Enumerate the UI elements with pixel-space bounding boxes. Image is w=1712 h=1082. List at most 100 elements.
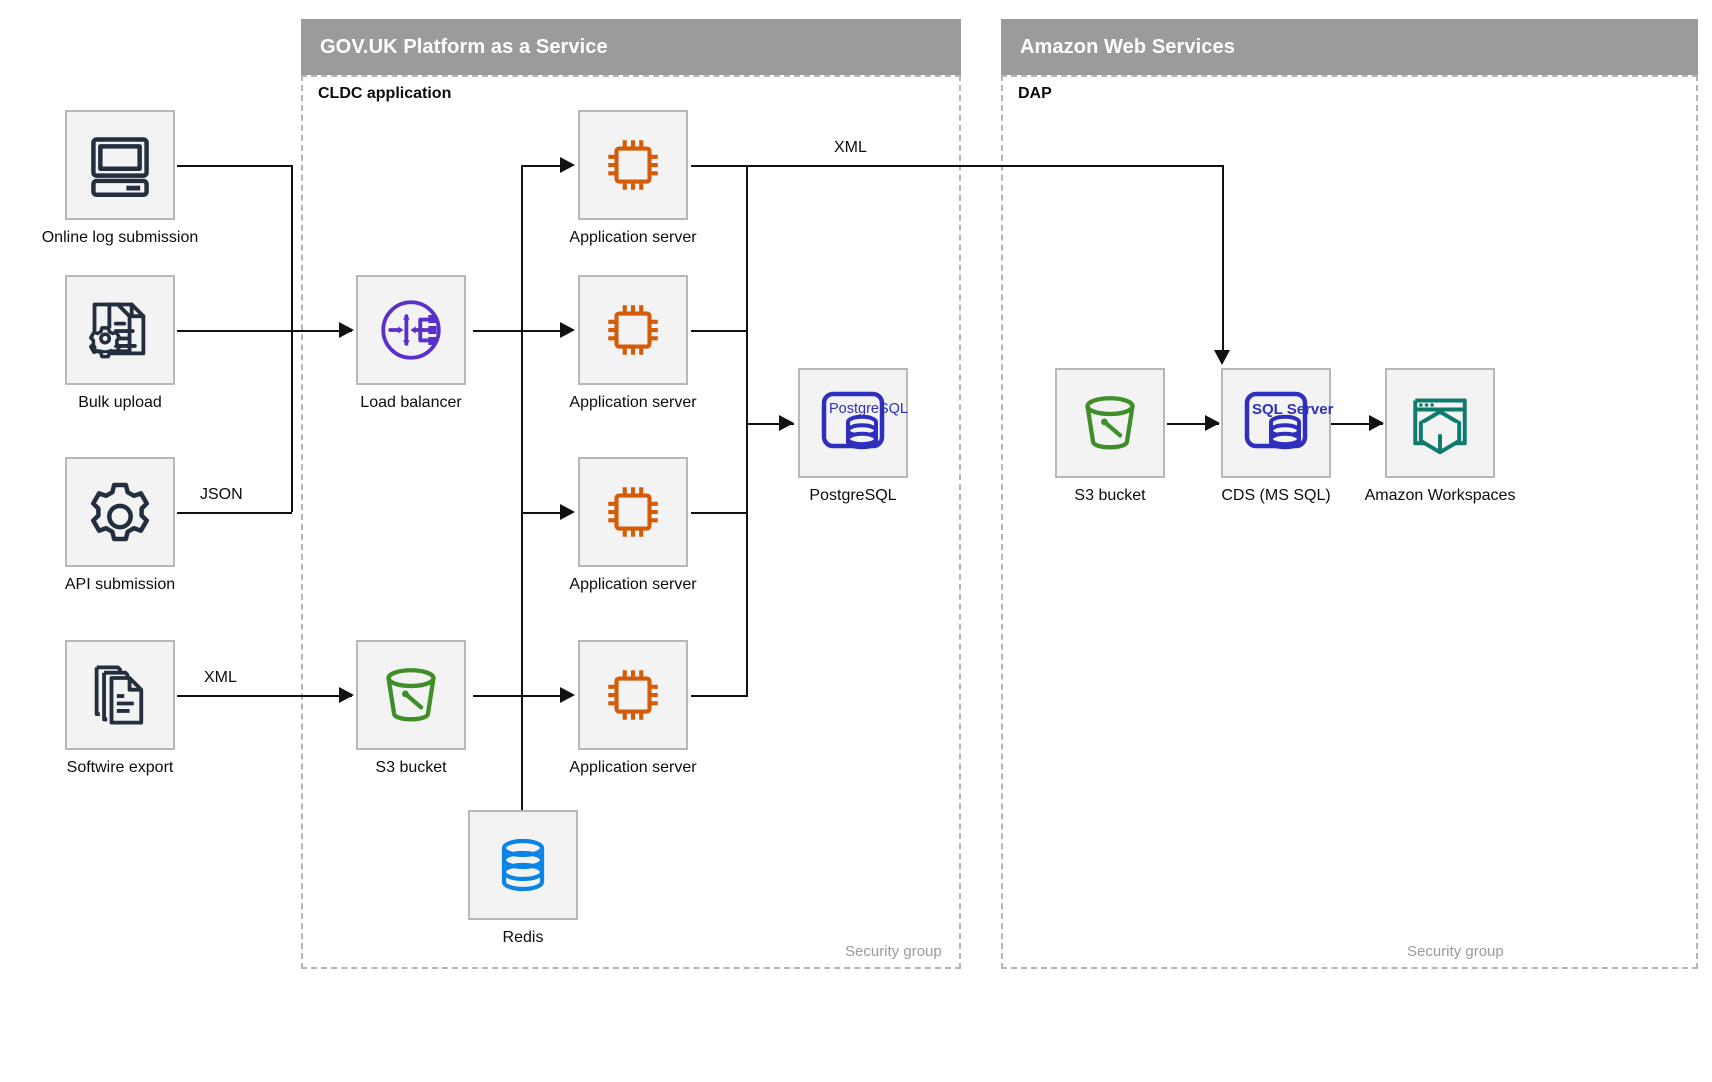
node-caption: CDS (MS SQL) [1221,487,1331,504]
edge-bus-vertical-left [291,165,293,512]
security-group-label-aws: Security group [1407,943,1504,960]
cpu-chip-icon [600,132,666,198]
load-balancer-icon [374,293,448,367]
edge-online-log-to-bus [177,165,292,167]
edge-s3-to-app4 [473,695,523,697]
icon-box [468,810,578,920]
s3-bucket-icon [1074,387,1146,459]
arrow-into-app-server-2 [560,322,575,338]
node-amazon-workspaces[interactable]: Amazon Workspaces [1365,368,1515,504]
workspaces-cube-icon [1404,387,1476,459]
arrow-into-load-balancer [339,322,354,338]
platform-header-aws: Amazon Web Services [1001,19,1698,75]
edge-app3-to-pg-bus [691,512,748,514]
edge-app4-to-pg-bus [691,695,748,697]
node-caption: Application server [569,576,697,593]
group-title-cldc: CLDC application [318,85,452,102]
node-caption: Bulk upload [78,394,162,411]
edge-pg-bus-to-postgres [746,423,794,425]
node-postgresql[interactable]: PostgreSQL PostgreSQL [798,368,908,504]
icon-box [1385,368,1495,478]
arrow-into-s3-paas [339,687,354,703]
cpu-chip-icon [600,297,666,363]
icon-box: SQL Server [1221,368,1334,478]
arrow-into-s3-aws [1214,350,1230,365]
edge-app2-to-pg-bus [691,330,748,332]
arrow-into-postgresql [779,415,794,431]
edge-label-json: JSON [196,486,247,504]
icon-box [65,640,175,750]
icon-box [578,640,688,750]
node-cds-ms-sql[interactable]: SQL Server CDS (MS SQL) [1221,368,1334,504]
arrow-into-app-server-1 [560,157,575,173]
node-caption: Softwire export [66,759,174,776]
arrow-into-app-server-3 [560,504,575,520]
node-caption: S3 bucket [375,759,447,776]
node-app-server-1[interactable]: Application server [569,110,697,246]
edge-fanout-vertical [521,165,523,803]
icon-box [356,640,466,750]
node-app-server-4[interactable]: Application server [569,640,697,776]
sql-server-badge-text: SQL Server [1252,401,1334,418]
security-group-aws [1001,75,1698,969]
node-caption: API submission [64,576,176,593]
node-caption: Amazon Workspaces [1364,487,1516,504]
database-icon [491,833,555,897]
node-caption: Application server [569,394,697,411]
cpu-chip-icon [600,662,666,728]
node-app-server-2[interactable]: Application server [569,275,697,411]
icon-box [356,275,466,385]
security-group-paas [301,75,961,969]
icon-box [65,110,175,220]
node-s3-bucket-paas[interactable]: S3 bucket [356,640,466,776]
arrow-into-app-server-4 [560,687,575,703]
documents-gear-icon [86,296,154,364]
node-caption: Redis [502,929,544,946]
edge-pg-bus-vertical [746,165,748,695]
node-bulk-upload[interactable]: Bulk upload [65,275,175,411]
arrow-into-workspaces [1369,415,1384,431]
desktop-computer-icon [86,131,154,199]
edge-s3aws-to-cds [1167,423,1219,425]
s3-bucket-icon [375,659,447,731]
icon-box [578,275,688,385]
cpu-chip-icon [600,479,666,545]
group-title-dap: DAP [1018,85,1052,102]
icon-box [65,275,175,385]
platform-header-paas-label: GOV.UK Platform as a Service [320,35,608,58]
node-s3-bucket-aws[interactable]: S3 bucket [1055,368,1165,504]
edge-fanout-to-app3 [521,512,563,514]
node-caption: PostgreSQL [809,487,897,504]
edge-label-xml-softwire: XML [200,669,241,687]
node-redis[interactable]: Redis [468,810,578,946]
edge-fanout-to-app4 [521,695,563,697]
node-softwire-export[interactable]: Softwire export [65,640,175,776]
edge-lb-to-fanout [473,330,523,332]
edge-bulk-upload-to-lb [177,330,352,332]
node-caption: Application server [569,759,697,776]
platform-header-aws-label: Amazon Web Services [1020,35,1235,58]
security-group-label-paas: Security group [845,943,942,960]
node-load-balancer[interactable]: Load balancer [356,275,466,411]
edge-cds-to-workspaces [1331,423,1383,425]
gear-icon [84,476,156,548]
edge-xml-vertical-to-s3 [1222,165,1224,355]
node-caption: Online log submission [41,229,199,246]
documents-stack-icon [86,661,154,729]
edge-fanout-to-app1 [521,165,563,167]
postgresql-badge-text: PostgreSQL [829,401,908,417]
icon-box [578,457,688,567]
edge-label-xml-app-to-s3: XML [830,139,871,157]
arrow-into-cds [1205,415,1220,431]
edge-api-to-bus [177,512,292,514]
node-api-submission[interactable]: API submission [65,457,175,593]
edge-app1-xml-to-aws [691,165,1224,167]
icon-box [65,457,175,567]
node-caption: Application server [569,229,697,246]
node-caption: S3 bucket [1074,487,1146,504]
node-online-log-submission[interactable]: Online log submission [42,110,198,246]
sql-server-icon: SQL Server [1233,380,1334,466]
platform-header-paas: GOV.UK Platform as a Service [301,19,961,75]
icon-box [578,110,688,220]
node-app-server-3[interactable]: Application server [569,457,697,593]
